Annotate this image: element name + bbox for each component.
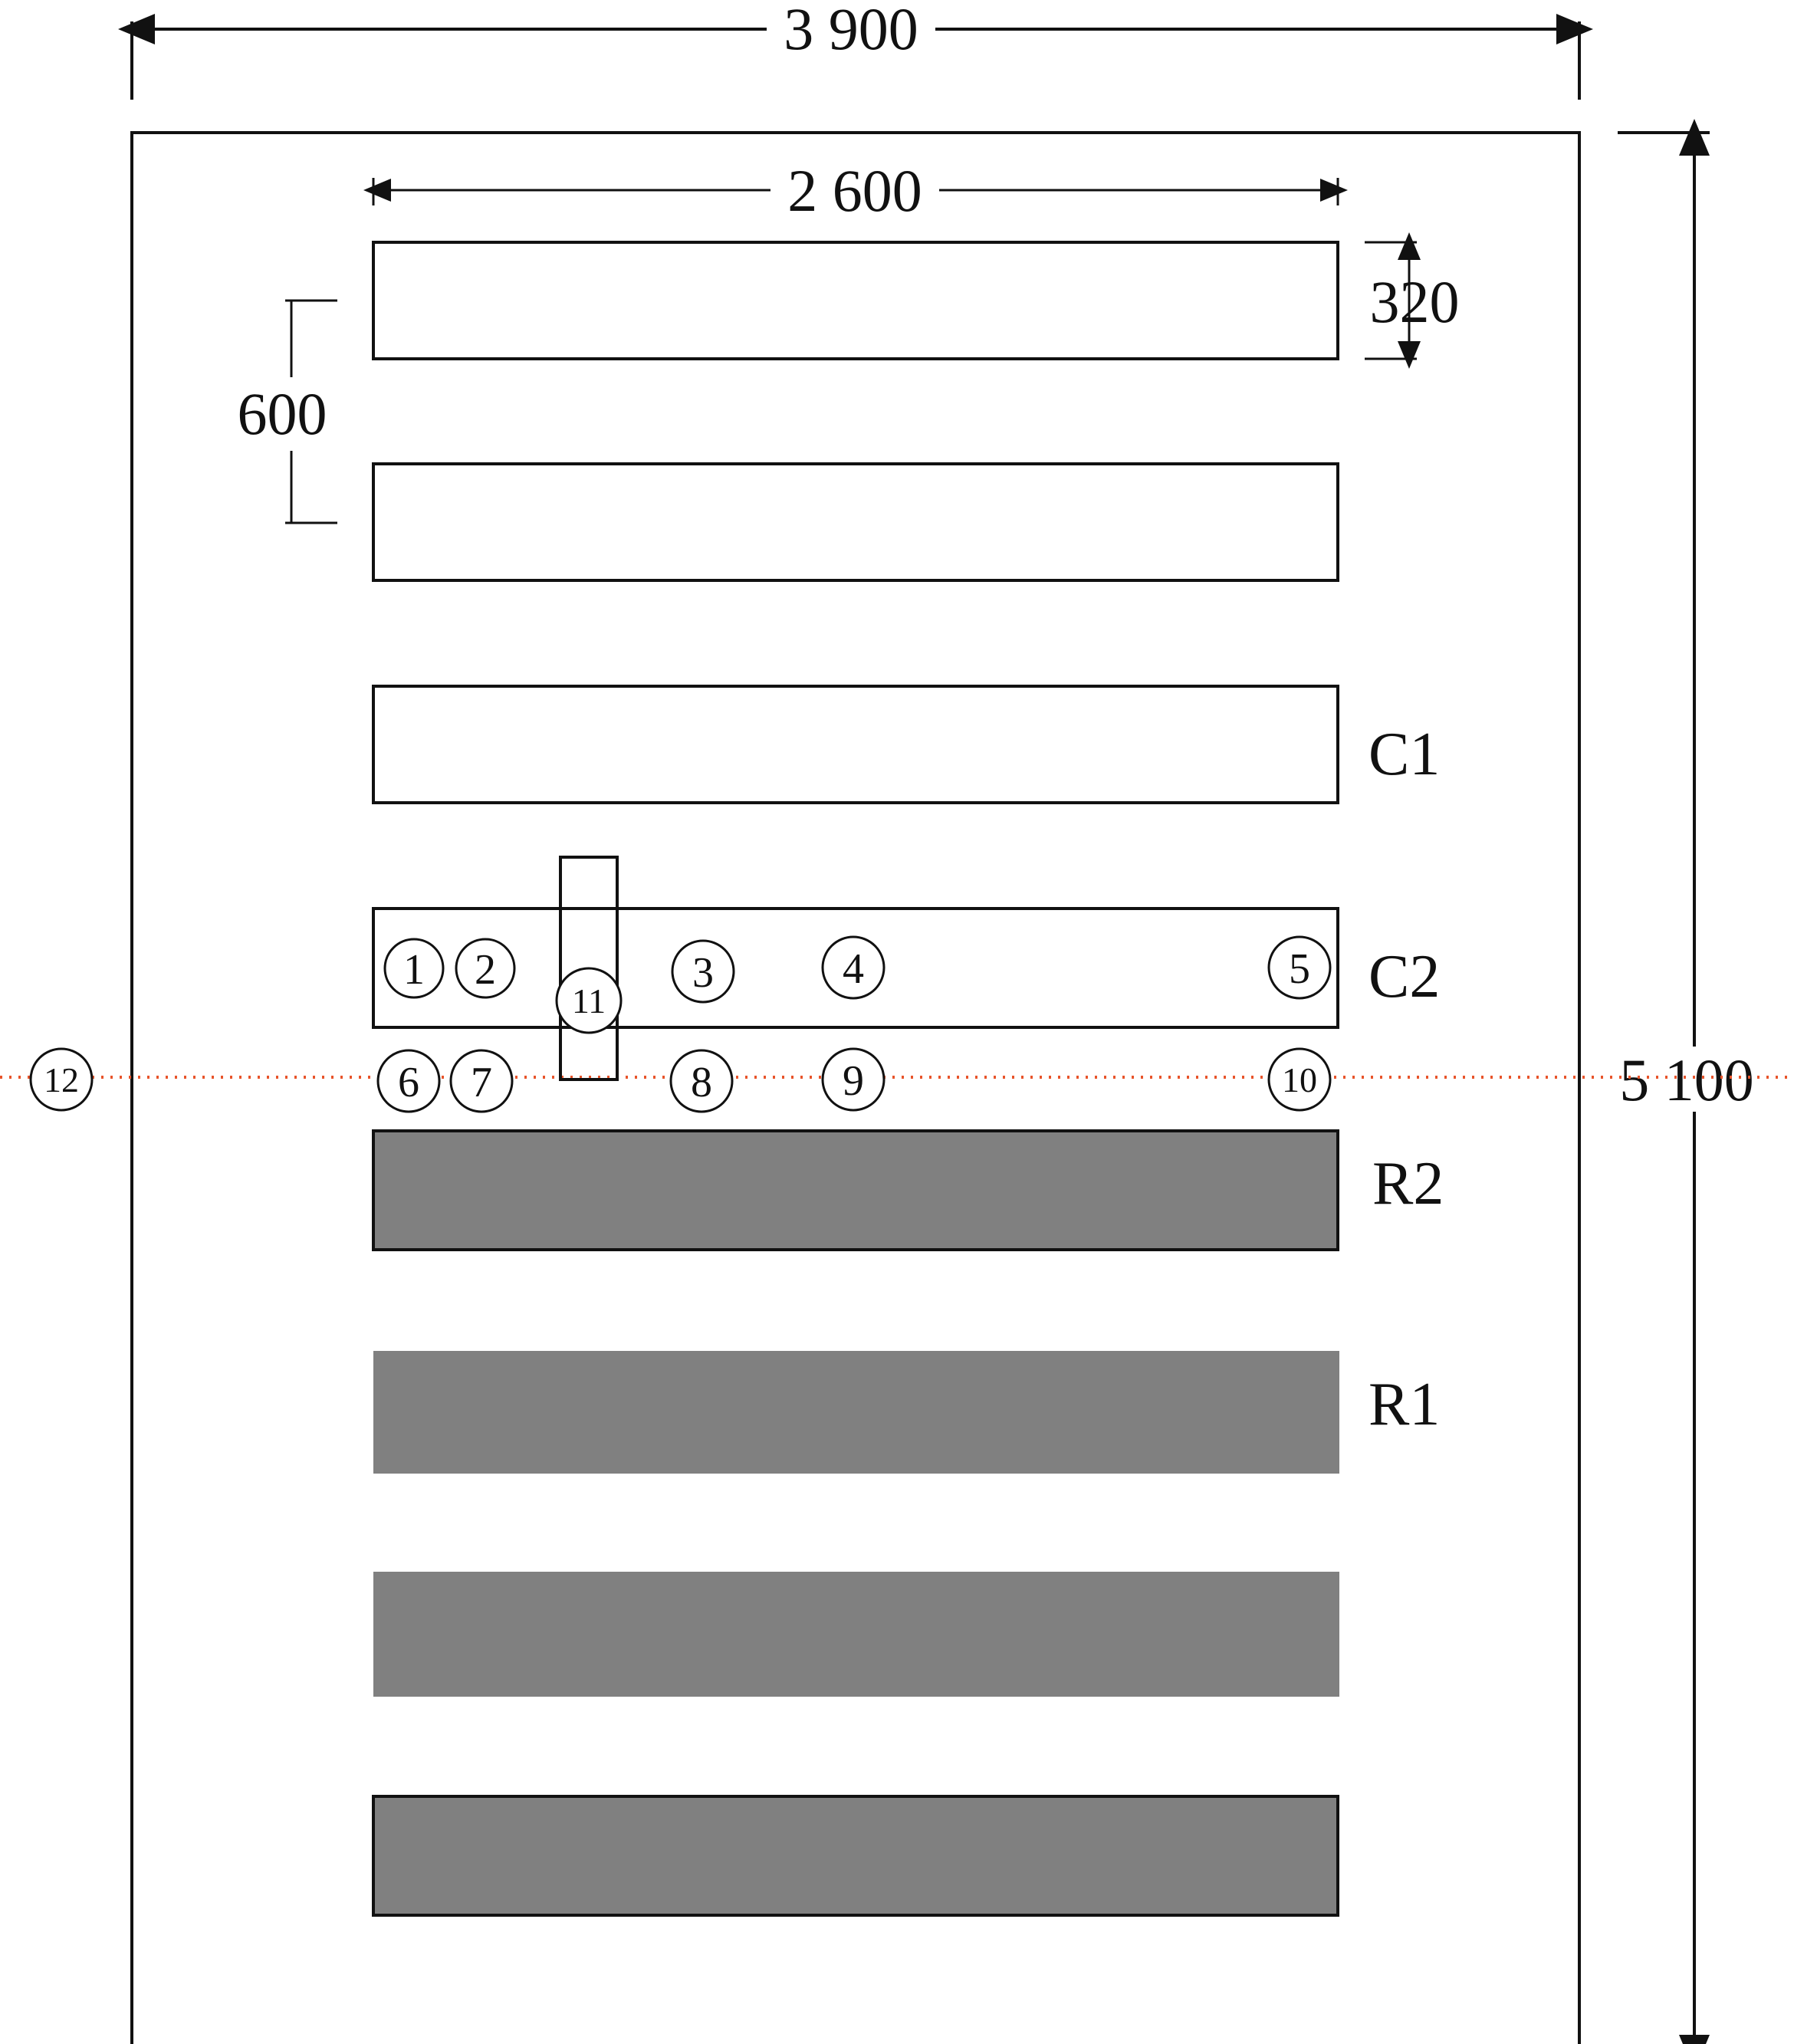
svg-text:9: 9 (843, 1057, 864, 1105)
strip-spacing-label: 600 (238, 380, 327, 447)
marker-8: 8 (669, 1049, 734, 1113)
marker-2: 2 (455, 938, 516, 999)
label-c1: C1 (1368, 721, 1440, 788)
marker-11: 11 (555, 967, 623, 1034)
probe-rectangle (559, 856, 619, 1081)
svg-text:5: 5 (1289, 945, 1310, 993)
strip-r2 (372, 1129, 1339, 1251)
label-c2: C2 (1368, 943, 1440, 1010)
svg-text:3: 3 (692, 949, 714, 997)
overall-width-dimension: 3 900 (118, 0, 1593, 100)
marker-3: 3 (671, 939, 735, 1004)
marker-12: 12 (29, 1047, 94, 1112)
marker-1: 1 (383, 938, 445, 999)
strip-height-dimension: 320 (1365, 232, 1460, 369)
marker-10: 10 (1267, 1047, 1332, 1112)
strip-1 (372, 241, 1339, 360)
svg-text:6: 6 (398, 1059, 419, 1106)
strip-height-label: 320 (1370, 268, 1460, 335)
svg-text:1: 1 (403, 946, 425, 994)
strip-length-dimension: 2 600 (363, 157, 1348, 224)
overall-height-label: 5 100 (1619, 1047, 1754, 1113)
svg-text:2: 2 (475, 946, 496, 994)
svg-text:7: 7 (471, 1059, 492, 1106)
marker-4: 4 (821, 935, 886, 1000)
strip-length-label: 2 600 (787, 157, 922, 224)
strip-7 (373, 1572, 1339, 1697)
label-r1: R1 (1368, 1371, 1440, 1438)
svg-text:8: 8 (691, 1059, 712, 1106)
strip-8 (372, 1795, 1339, 1917)
strip-spacing-dimension: 600 (238, 299, 337, 524)
marker-5: 5 (1267, 935, 1332, 1000)
marker-6: 6 (376, 1049, 441, 1113)
svg-text:11: 11 (572, 981, 606, 1020)
strip-2 (372, 462, 1339, 582)
label-r2: R2 (1372, 1150, 1444, 1218)
strip-r1 (373, 1351, 1339, 1474)
outer-boundary (130, 131, 1581, 2044)
overall-width-label: 3 900 (784, 0, 918, 62)
svg-text:10: 10 (1282, 1060, 1317, 1099)
marker-9: 9 (821, 1047, 886, 1112)
svg-text:12: 12 (44, 1060, 79, 1099)
overall-height-dimension: 5 100 (1618, 119, 1754, 2044)
svg-text:4: 4 (843, 945, 864, 993)
strip-c1 (372, 685, 1339, 804)
marker-7: 7 (449, 1049, 514, 1113)
